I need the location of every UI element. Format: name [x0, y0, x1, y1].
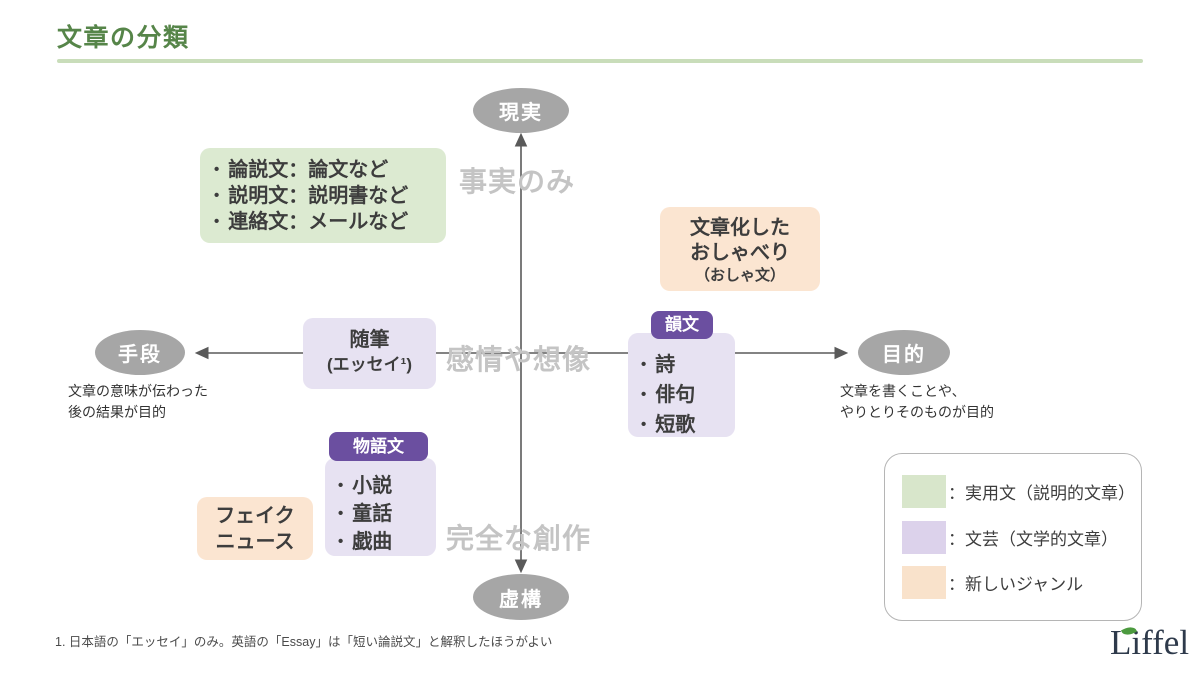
legend-swatch-green	[902, 474, 946, 508]
legend-label-literary: ：文芸（文学的文章）	[948, 529, 1118, 549]
essay-box: 随筆 (エッセイ¹)	[303, 318, 436, 389]
arrow-up-icon	[514, 132, 528, 147]
purpose-axis-note: 文章を書くことや、 やりとりそのものが目的	[840, 381, 994, 423]
narrative-item: 童話	[338, 500, 436, 528]
purpose-note-line2: やりとりそのものが目的	[840, 404, 994, 420]
practical-writing-box: 論説文：論文など 説明文：説明書など 連絡文：メールなど	[200, 148, 446, 243]
means-note-line1: 文章の意味が伝わった	[68, 383, 208, 399]
means-axis-note: 文章の意味が伝わった 後の結果が目的	[68, 381, 208, 423]
axis-node-fiction: 虚構	[473, 574, 569, 620]
legend: ：実用文（説明的文章） ：文芸（文学的文章） ：新しいジャンル	[884, 453, 1142, 621]
legend-row-practical: ：実用文（説明的文章）	[902, 474, 1141, 508]
means-note-line2: 後の結果が目的	[68, 404, 166, 420]
region-label-emotion-imagination: 感情や想像	[446, 344, 592, 375]
legend-row-literary: ：文芸（文学的文章）	[902, 520, 1141, 554]
verse-box: 詩 俳句 短歌	[628, 333, 735, 437]
essay-title: 随筆	[349, 329, 390, 351]
legend-swatch-purple	[902, 520, 946, 554]
verse-item: 短歌	[641, 410, 735, 440]
arrow-down-icon	[514, 559, 528, 574]
fake-news-box: フェイク ニュース	[197, 497, 313, 560]
arrow-right-icon	[834, 346, 849, 360]
region-label-pure-creation: 完全な創作	[446, 523, 592, 554]
chat-line1: 文章化した	[690, 217, 790, 239]
verse-item: 詩	[641, 350, 735, 380]
practical-item: 論説文：論文など	[214, 157, 446, 183]
axis-node-reality: 現実	[473, 88, 569, 133]
practical-item: 連絡文：メールなど	[214, 209, 446, 235]
fake-news-line2: ニュース	[215, 531, 295, 553]
legend-row-new-genre: ：新しいジャンル	[902, 566, 1141, 600]
page-title: 文章の分類	[57, 24, 190, 52]
narrative-item: 戯曲	[338, 528, 436, 556]
footnote: 1. 日本語の「エッセイ」のみ。英語の「Essay」は「短い論説文」と解釈したほ…	[55, 635, 553, 649]
legend-label-new-genre: ：新しいジャンル	[948, 575, 1084, 595]
essay-subtitle: (エッセイ¹)	[327, 355, 412, 374]
legend-swatch-orange	[902, 566, 946, 600]
liffel-logo: Liffel	[1110, 622, 1189, 664]
verse-header-tab: 韻文	[651, 311, 713, 339]
title-underline	[57, 59, 1143, 63]
written-chat-box: 文章化した おしゃべり （おしゃ文）	[660, 207, 820, 291]
arrow-left-icon	[194, 346, 209, 360]
purpose-note-line1: 文章を書くことや、	[840, 383, 966, 399]
narrative-item: 小説	[338, 472, 436, 500]
fake-news-line1: フェイク	[215, 505, 295, 527]
chat-subtitle: （おしゃ文）	[694, 267, 785, 284]
chat-line2: おしゃべり	[690, 242, 790, 264]
region-label-facts-only: 事実のみ	[459, 166, 576, 197]
narrative-header-tab: 物語文	[329, 432, 428, 461]
axis-node-means: 手段	[95, 330, 185, 375]
narrative-box: 小説 童話 戯曲	[325, 458, 436, 556]
practical-item: 説明文：説明書など	[214, 183, 446, 209]
axis-node-purpose: 目的	[858, 330, 950, 375]
legend-label-practical: ：実用文（説明的文章）	[948, 483, 1135, 503]
verse-item: 俳句	[641, 380, 735, 410]
